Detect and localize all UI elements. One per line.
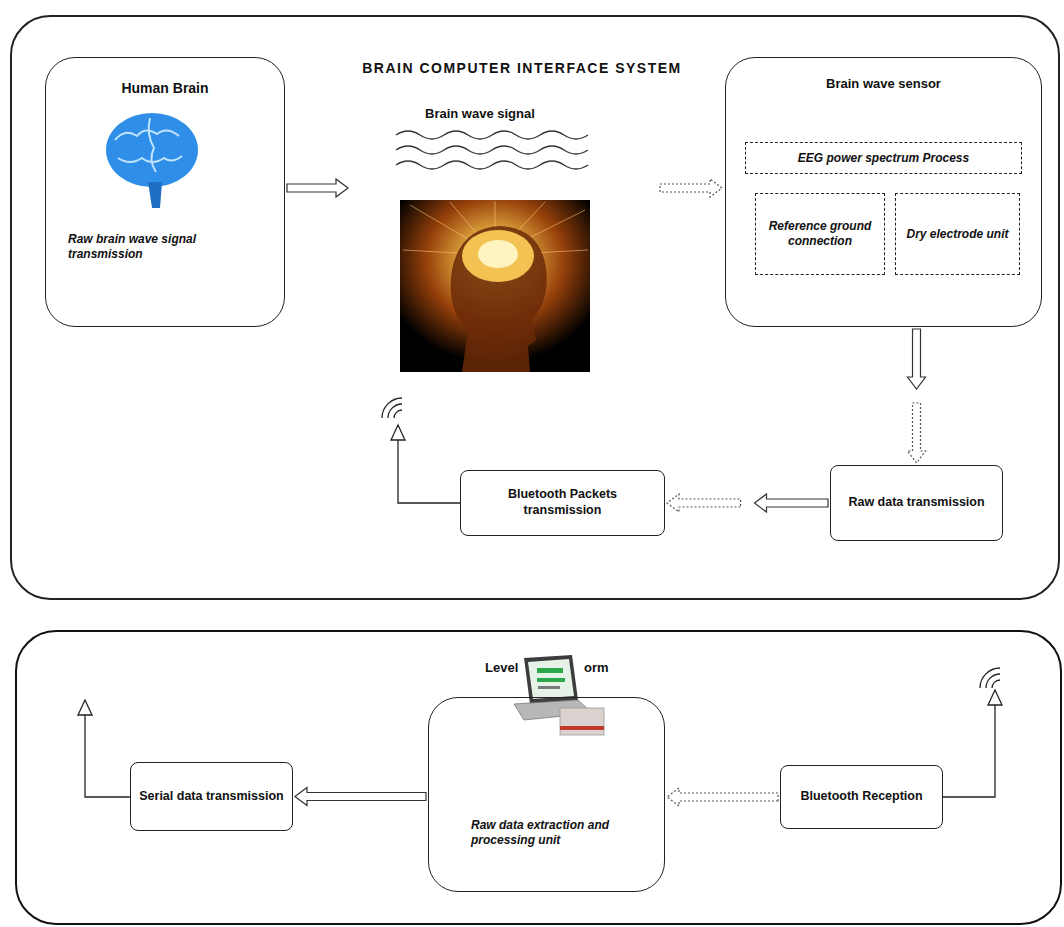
antenna-serial [78, 700, 130, 797]
box-text: Dry electrode unit [906, 227, 1008, 242]
system-panel: BRAIN COMPUTER INTERFACE SYSTEM Human Bra… [10, 15, 1060, 600]
antenna-top [382, 398, 460, 503]
platform-box: LevelormRaw data extraction and processi… [428, 697, 665, 892]
box-body: Raw brain wave signal transmission [68, 232, 268, 262]
brain-wave-lines [396, 131, 588, 169]
block-arrow [295, 788, 426, 806]
dotted-arrow [908, 403, 926, 463]
box-text: Bluetooth Reception [800, 789, 922, 805]
dotted-arrow [667, 788, 778, 806]
process-box: Raw data transmission [830, 465, 1003, 541]
sensor-box: Brain wave sensorEEG power spectrum Proc… [725, 57, 1042, 327]
box-heading: Human Brain [46, 80, 284, 98]
lower-panel [16, 631, 1061, 924]
dashed-box: EEG power spectrum Process [745, 142, 1022, 174]
dashed-box: Reference ground connection [755, 193, 885, 275]
box-text: EEG power spectrum Process [798, 151, 969, 166]
hollow-arrow [287, 179, 348, 197]
box-heading: Brain wave sensor [726, 76, 1041, 92]
block-arrow [667, 494, 828, 512]
diagram-title: BRAIN COMPUTER INTERFACE SYSTEM [312, 60, 732, 78]
dashed-box: Dry electrode unit [895, 193, 1020, 275]
hollow-arrow [295, 788, 426, 806]
box-body: Raw data extraction and processing unit [471, 818, 646, 848]
box-heading: Level [485, 660, 518, 676]
hollow-arrow [755, 494, 829, 512]
block-arrow [908, 329, 926, 463]
box-text: Bluetooth Packets transmission [469, 487, 656, 518]
antenna-receive [943, 668, 1002, 797]
box-heading: orm [584, 660, 609, 676]
process-box: Bluetooth Reception [780, 765, 943, 829]
brain-box: Human BrainRaw brain wave signal transmi… [45, 57, 285, 327]
dotted-arrow [660, 179, 722, 197]
block-arrow [667, 788, 778, 806]
box-text: Serial data transmission [139, 789, 284, 805]
process-box: Serial data transmission [130, 762, 293, 831]
process-box: Bluetooth Packets transmission [460, 470, 665, 536]
box-text: Raw data transmission [848, 495, 984, 511]
brain-icon [106, 113, 198, 208]
dotted-arrow [667, 494, 741, 512]
hollow-arrow [908, 329, 926, 389]
box-text: Reference ground connection [764, 219, 876, 249]
glowing-head-picture [400, 200, 590, 372]
signal-label: Brain wave signal [425, 106, 535, 122]
